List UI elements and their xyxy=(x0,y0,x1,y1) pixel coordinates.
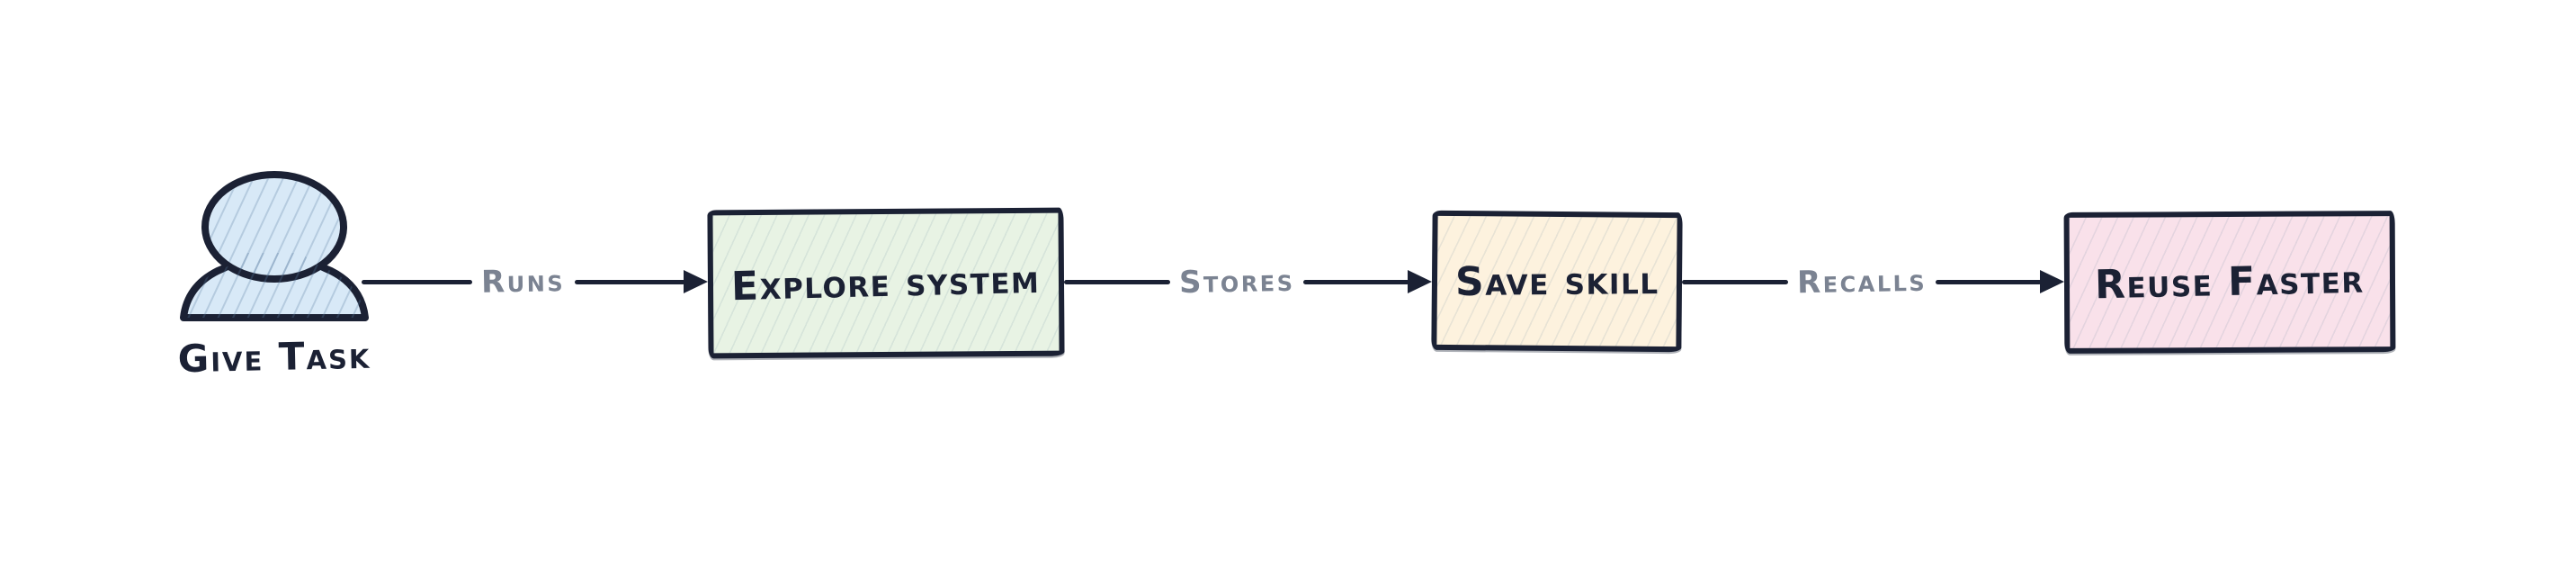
edge-line xyxy=(574,279,686,284)
arrowhead-icon xyxy=(2040,270,2065,293)
edge-line xyxy=(1682,279,1788,284)
node-save-skill: Save skill xyxy=(1431,210,1683,353)
arrowhead-icon xyxy=(1408,270,1433,293)
edge-runs: Runs xyxy=(362,262,709,302)
node-explore-system: Explore system xyxy=(707,207,1065,359)
edge-label-stores: Stores xyxy=(1178,262,1295,302)
edge-stores: Stores xyxy=(1064,262,1433,302)
person-icon xyxy=(175,171,373,324)
edge-label-recalls: Recalls xyxy=(1796,262,1928,302)
edge-recalls: Recalls xyxy=(1682,262,2065,302)
node-label-save-skill: Save skill xyxy=(1454,257,1659,305)
node-reuse-faster: Reuse Faster xyxy=(2063,211,2396,354)
node-label-reuse-faster: Reuse Faster xyxy=(2094,256,2366,309)
node-label-explore-system: Explore system xyxy=(730,256,1042,310)
edge-line xyxy=(1064,279,1170,284)
actor-label: Give Task xyxy=(177,332,371,382)
edge-line xyxy=(362,279,473,284)
arrowhead-icon xyxy=(684,270,709,293)
edge-line xyxy=(1936,279,2043,284)
edge-label-runs: Runs xyxy=(481,263,566,301)
edge-line xyxy=(1303,279,1410,284)
